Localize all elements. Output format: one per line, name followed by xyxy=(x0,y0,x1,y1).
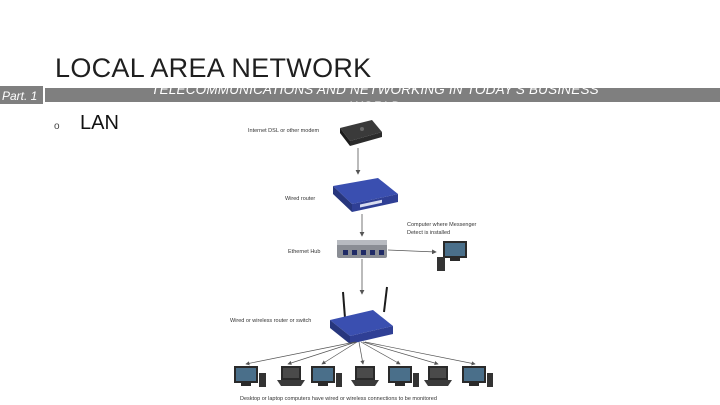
bullet-text-lan: LAN xyxy=(80,112,119,134)
label-modem: Internet DSL or other modem xyxy=(248,128,319,134)
label-bottom-caption: Desktop or laptop computers have wired o… xyxy=(240,396,437,402)
desktop-icon-1 xyxy=(234,366,266,387)
messenger-computer-icon xyxy=(437,241,467,271)
bullet-marker: o xyxy=(54,121,60,132)
laptop-icon-3 xyxy=(424,366,452,386)
header-band xyxy=(0,88,720,102)
desktop-icon-2 xyxy=(311,366,342,387)
laptop-icon-1 xyxy=(277,366,305,386)
laptop-icon-2 xyxy=(351,366,379,386)
slide-title: LOCAL AREA NETWORK xyxy=(55,53,372,83)
part-box xyxy=(0,86,45,104)
label-wireless-router: Wired or wireless router or switch xyxy=(230,318,311,324)
label-computer-messenger-1: Computer where Messenger xyxy=(407,222,477,228)
slide-subtitle: TELECOMMUNICATIONS AND NETWORKING IN TOD… xyxy=(151,82,599,103)
arrow-hub-computer xyxy=(387,249,437,255)
desktop-icon-3 xyxy=(388,366,419,387)
desktop-icon-4 xyxy=(462,366,493,387)
label-computer-messenger-2: Detect is installed xyxy=(407,230,450,236)
label-wired-router: Wired router xyxy=(285,196,315,202)
ethernet-hub-icon xyxy=(337,240,387,258)
wired-router-icon xyxy=(333,178,398,212)
label-ethernet-hub: Ethernet Hub xyxy=(288,249,320,255)
modem-icon xyxy=(340,120,382,146)
part-label: Part. 1 xyxy=(2,89,38,103)
fanout-arrows xyxy=(245,341,476,366)
wireless-router-icon xyxy=(330,286,393,344)
